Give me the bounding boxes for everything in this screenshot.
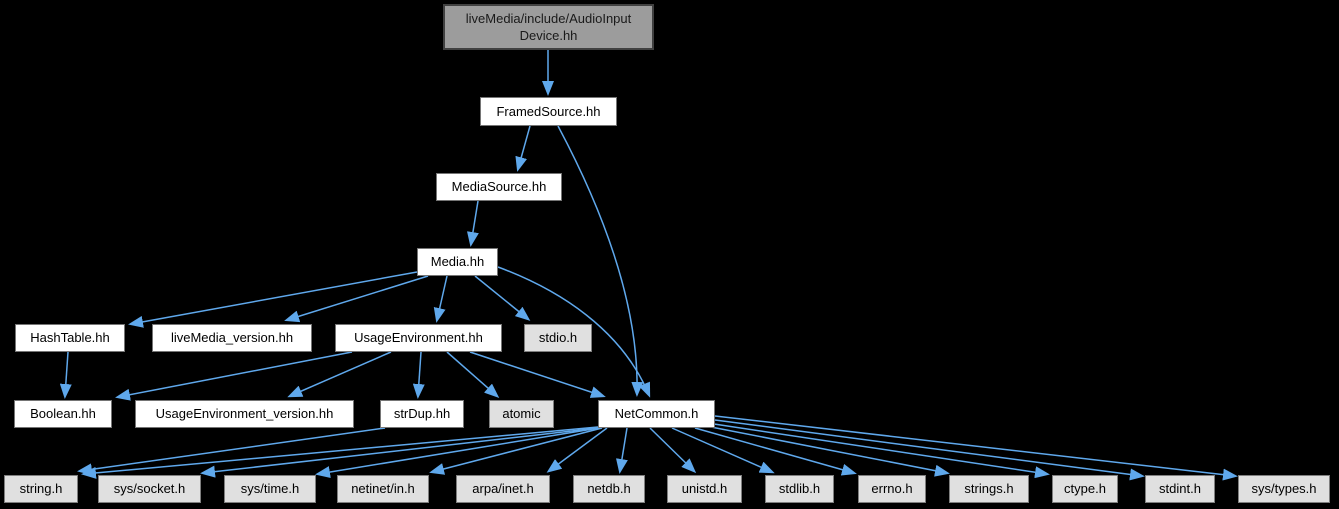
edge-netcommon-to-sys-types <box>714 415 1238 481</box>
node-arpa-inet: arpa/inet.h <box>456 475 550 503</box>
node-stdint: stdint.h <box>1145 475 1215 503</box>
edge-netcommon-to-stdlib <box>671 427 775 474</box>
node-strings: strings.h <box>949 475 1029 503</box>
node-boolean[interactable]: Boolean.hh <box>14 400 112 428</box>
node-unistd: unistd.h <box>667 475 742 503</box>
edge-framedsource-to-mediasource <box>515 125 531 172</box>
edge-usageenvironment-to-strdup <box>412 351 425 399</box>
node-netcommon[interactable]: NetCommon.h <box>598 400 715 428</box>
node-hashtable[interactable]: HashTable.hh <box>15 324 125 352</box>
edge-netcommon-to-sys-time <box>315 427 600 478</box>
edge-usageenvironment-to-usageenvironment-version <box>287 351 392 398</box>
node-string: string.h <box>4 475 78 503</box>
edge-hashtable-to-boolean <box>59 351 72 399</box>
node-errno: errno.h <box>858 475 926 503</box>
node-audioinputdevice: liveMedia/include/AudioInput Device.hh <box>443 4 654 50</box>
node-netdb: netdb.h <box>573 475 645 503</box>
edge-usageenvironment-to-boolean <box>115 351 353 401</box>
node-stdlib: stdlib.h <box>765 475 834 503</box>
edge-framedsource-to-netcommon <box>557 125 644 397</box>
edge-netcommon-to-errno <box>694 427 857 476</box>
edge-netcommon-to-string <box>81 426 599 479</box>
node-sys-socket: sys/socket.h <box>98 475 201 503</box>
node-framedsource[interactable]: FramedSource.hh <box>480 97 617 126</box>
node-sys-types: sys/types.h <box>1238 475 1330 503</box>
node-usageenvironment-version[interactable]: UsageEnvironment_version.hh <box>135 400 354 428</box>
node-usageenvironment[interactable]: UsageEnvironment.hh <box>335 324 502 352</box>
edge-netcommon-to-unistd <box>649 427 697 474</box>
node-ctype: ctype.h <box>1052 475 1118 503</box>
edge-netcommon-to-sys-socket <box>200 427 599 478</box>
edge-netcommon-to-netinet-in <box>429 427 603 475</box>
node-stdio: stdio.h <box>524 324 592 352</box>
edge-strdup-to-string <box>77 427 386 476</box>
edge-netcommon-to-strings <box>710 426 950 477</box>
edge-media-to-livemedia-version <box>284 275 429 323</box>
node-strdup[interactable]: strDup.hh <box>380 400 464 428</box>
node-sys-time: sys/time.h <box>224 475 316 503</box>
edge-usageenvironment-to-netcommon <box>469 351 606 398</box>
node-mediasource[interactable]: MediaSource.hh <box>436 173 562 201</box>
edge-media-to-stdio <box>474 275 531 321</box>
edge-media-to-netcommon <box>497 266 651 398</box>
edge-media-to-hashtable <box>128 271 418 328</box>
edge-usageenvironment-to-atomic <box>446 351 500 398</box>
edge-netcommon-to-netdb <box>616 427 628 474</box>
edge-netcommon-to-arpa-inet <box>546 427 608 473</box>
node-media[interactable]: Media.hh <box>417 248 498 276</box>
edge-netcommon-to-ctype <box>713 423 1050 479</box>
edge-netcommon-to-stdint <box>714 419 1145 481</box>
edge-media-to-usageenvironment <box>433 275 448 323</box>
node-netinet-in: netinet/in.h <box>337 475 429 503</box>
node-livemedia-version[interactable]: liveMedia_version.hh <box>152 324 312 352</box>
node-atomic: atomic <box>489 400 554 428</box>
edge-mediasource-to-media <box>467 200 479 247</box>
